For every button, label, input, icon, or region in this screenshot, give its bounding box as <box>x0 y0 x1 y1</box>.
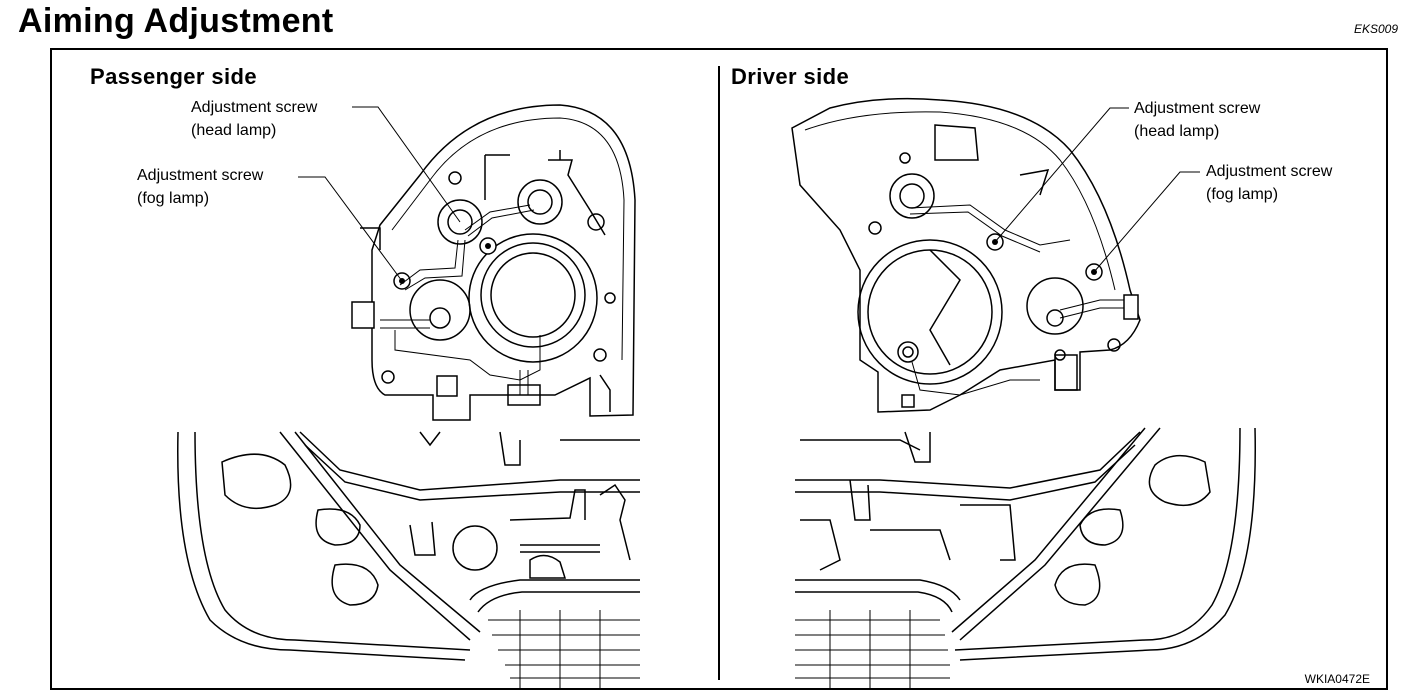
driver-engine-bay-view <box>795 427 1256 690</box>
passenger-head-lamp-label: Adjustment screw (head lamp) <box>191 99 318 139</box>
diagram-frame <box>50 48 1388 690</box>
panel-divider <box>718 66 720 680</box>
driver-head-lamp-label: Adjustment screw (head lamp) <box>1134 100 1261 140</box>
driver-fog-lamp-label: Adjustment screw (fog lamp) <box>1206 163 1333 203</box>
driver-side-heading: Driver side <box>731 64 850 89</box>
passenger-headlamp-assembly <box>351 104 636 421</box>
passenger-engine-bay-view <box>177 431 640 690</box>
page-title: Aiming Adjustment <box>18 2 334 40</box>
passenger-side-heading: Passenger side <box>90 64 258 89</box>
passenger-fog-lamp-label: Adjustment screw (fog lamp) <box>137 167 264 207</box>
driver-headlamp-assembly <box>791 97 1141 413</box>
section-code: EKS009 <box>1353 22 1398 36</box>
figure-reference: WKIA0472E <box>1304 672 1370 686</box>
